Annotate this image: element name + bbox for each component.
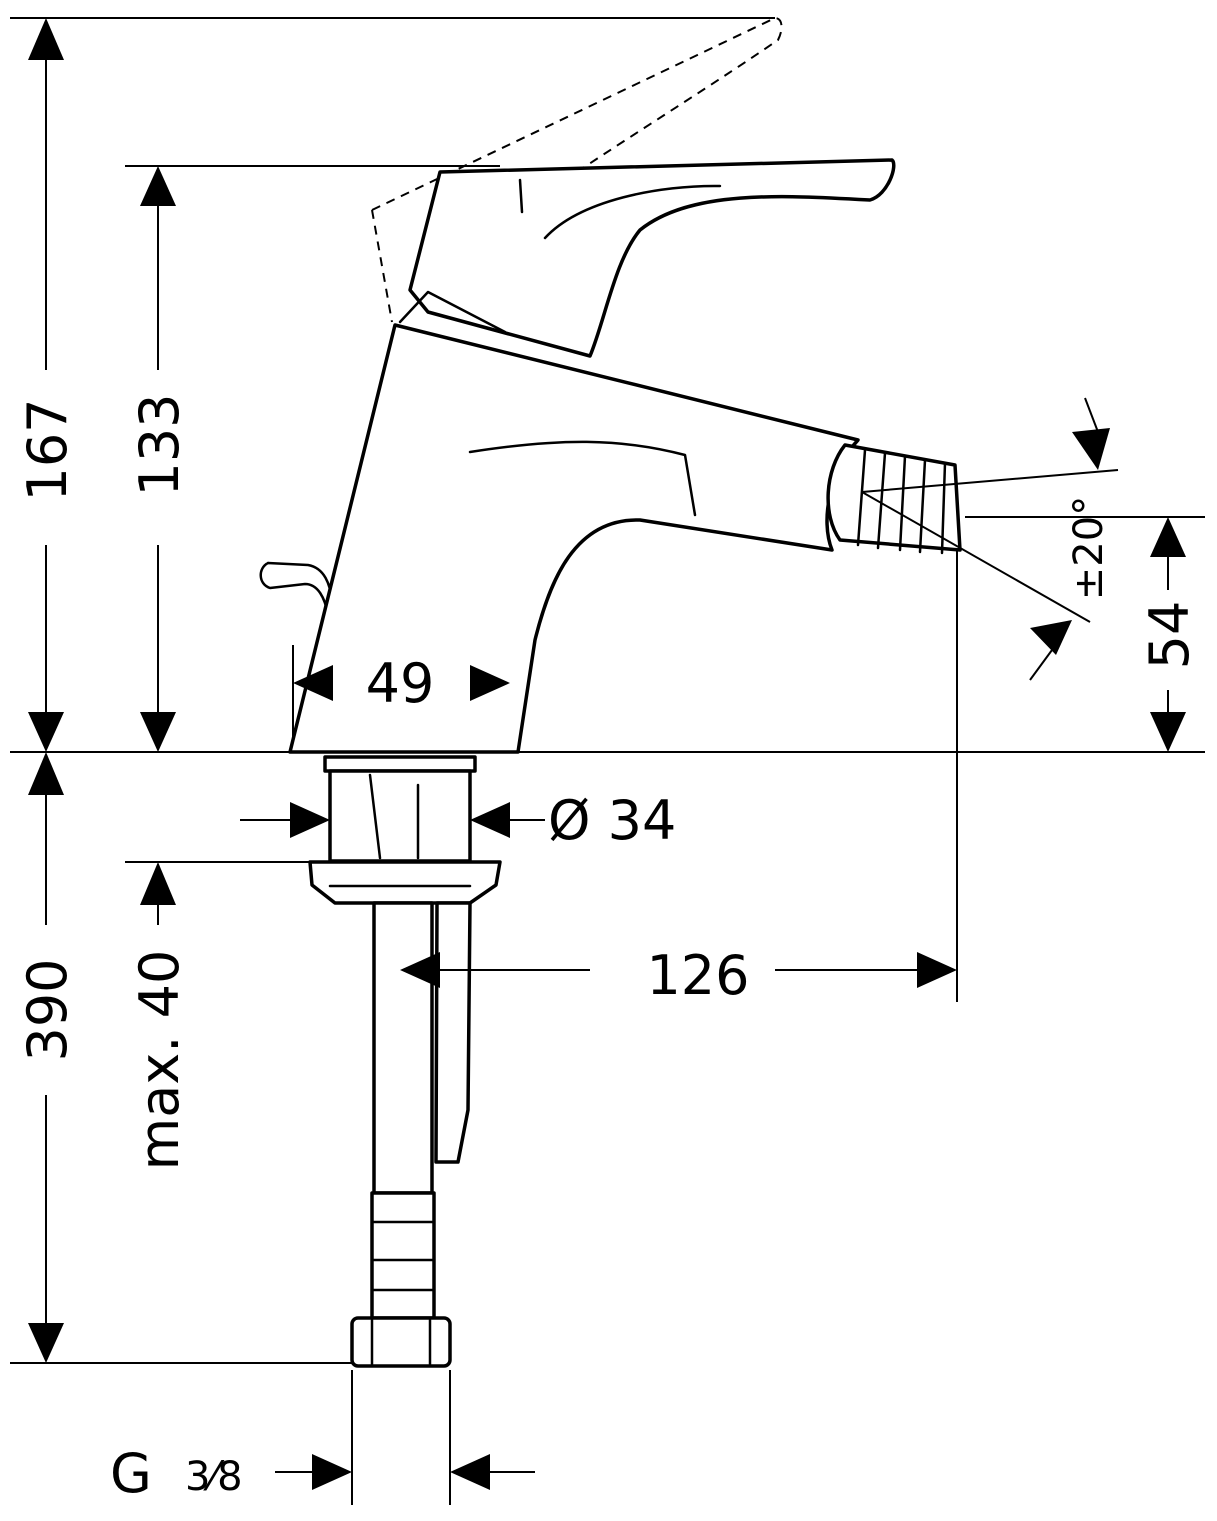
faucet-side-view [259,16,962,1368]
lever-handle [408,158,896,358]
popup-linkage [434,901,472,1164]
connection-nut [350,1316,452,1368]
arrow-angle-lower [1030,620,1072,655]
arrow-up [140,862,176,905]
lever-open-position-outline [371,16,783,323]
lever-bottom-line [398,290,507,334]
lever-contour-line [518,178,722,240]
arrow-right [917,952,957,988]
arrow-down [140,712,176,752]
dim-label-thread-fraction: 3⁄8 [185,1454,243,1500]
dimension-total-height: 167 [16,18,79,752]
arrow-angle-upper [1072,428,1110,470]
arrow-up [28,18,64,60]
base-plate [323,755,477,773]
arrow-left [400,952,440,988]
dim-label-133: 133 [128,393,191,496]
shank [328,769,472,863]
arrow-up [140,166,176,206]
arrow-down [28,1323,64,1363]
dimension-shank-diameter: Ø 34 [240,789,676,852]
dim-label-167: 167 [16,398,79,501]
hose-crimp [370,1191,436,1320]
dimension-body-height: 133 [128,166,191,752]
arrow-left [470,802,510,838]
arrow-right [312,1454,352,1490]
arrow-up [1150,517,1186,557]
dim-label-angle: ±20° [1066,496,1112,600]
popup-rod [259,561,334,617]
arrow-right [470,665,510,701]
dim-label-54: 54 [1138,601,1201,670]
mounting-nut [308,860,502,905]
arrow-up [28,752,64,795]
supply-hose [372,901,434,1195]
dimension-connection-thread: G 3⁄8 [110,1442,535,1505]
arrow-left [450,1454,490,1490]
dim-label-max-40: max. 40 [128,950,191,1171]
arrow-left [293,665,333,701]
arrow-down [1150,712,1186,752]
dimension-max-deck: max. 40 [128,862,191,1170]
dimension-swivel-angle: ±20° [861,397,1119,681]
dim-label-thread-g: G [110,1442,152,1505]
body-contour-line [468,440,697,517]
dimension-spout-reach: 126 [400,944,957,1007]
dimension-base-width: 49 [293,652,510,715]
dim-label-126: 126 [646,944,749,1007]
dimension-below-counter: 390 [16,752,79,1363]
dim-label-390: 390 [16,958,79,1061]
shank-inner-line [368,773,382,860]
arrow-down [28,712,64,752]
arrow-right [290,802,330,838]
dim-label-49: 49 [366,652,435,715]
dimension-spout-height: 54 [1138,517,1201,752]
dim-label-diameter-34: Ø 34 [548,789,676,852]
extension-lines [10,17,1205,1505]
